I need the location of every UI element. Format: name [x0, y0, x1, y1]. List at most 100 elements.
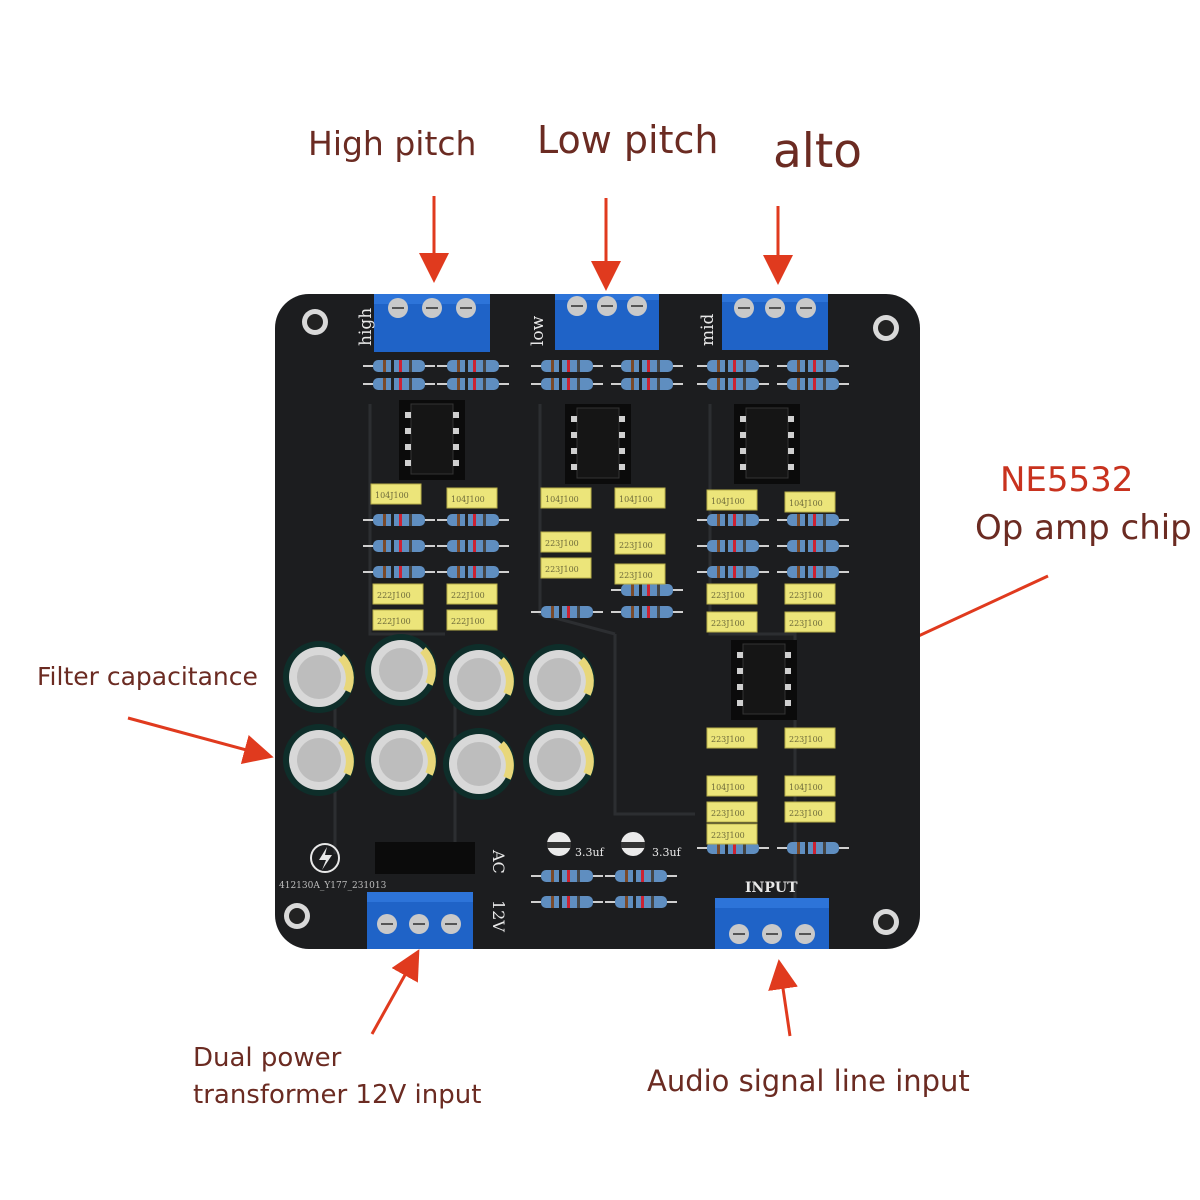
svg-text:223J100: 223J100 — [545, 539, 579, 548]
film-capacitor: 104J100 — [706, 489, 758, 511]
terminal-power — [367, 892, 473, 949]
svg-text:223J100: 223J100 — [711, 619, 745, 628]
resistor — [531, 606, 603, 618]
chip-desc-label: Op amp chip — [975, 508, 1192, 548]
power-header — [375, 842, 475, 874]
terminal-high — [374, 294, 490, 352]
resistor — [531, 870, 603, 882]
resistor — [605, 896, 677, 908]
silk-low: low — [528, 315, 548, 346]
film-capacitor: 222J100 — [372, 609, 424, 631]
film-capacitor: 104J100 — [784, 491, 836, 513]
resistor — [611, 378, 683, 390]
svg-text:104J100: 104J100 — [789, 499, 823, 508]
silk-ac: AC — [489, 849, 508, 874]
svg-text:223J100: 223J100 — [711, 591, 745, 600]
resistor — [777, 566, 849, 578]
audio-input-label: Audio signal line input — [647, 1064, 970, 1098]
silk-cap2: 3.3uf — [652, 846, 682, 859]
film-capacitor: 223J100 — [540, 531, 592, 553]
film-capacitor: 104J100 — [446, 487, 498, 509]
electrolytic-capacitor — [283, 641, 355, 713]
ne5532-chip — [399, 400, 465, 480]
svg-text:223J100: 223J100 — [619, 571, 653, 580]
arrow-audio — [768, 959, 798, 1037]
resistor — [611, 584, 683, 596]
filter-capacitors — [283, 634, 595, 800]
resistor — [697, 378, 769, 390]
svg-text:104J100: 104J100 — [451, 495, 485, 504]
electrolytic-capacitor — [443, 644, 515, 716]
electrolytic-capacitor — [523, 644, 595, 716]
resistor — [777, 842, 849, 854]
electrolytic-capacitor — [365, 724, 437, 796]
resistor — [531, 896, 603, 908]
electrolytic-capacitor — [365, 634, 437, 706]
small-electrolytic-caps — [547, 832, 645, 856]
svg-text:223J100: 223J100 — [789, 809, 823, 818]
film-capacitor: 104J100 — [784, 775, 836, 797]
resistor — [605, 870, 677, 882]
film-capacitor: 223J100 — [784, 801, 836, 823]
film-capacitor: 223J100 — [614, 533, 666, 555]
silk-input: INPUT — [745, 880, 798, 896]
film-capacitor: 223J100 — [706, 823, 758, 845]
film-capacitor: 104J100 — [614, 487, 666, 509]
resistor — [437, 540, 509, 552]
resistor — [697, 566, 769, 578]
film-capacitor: 104J100 — [706, 775, 758, 797]
electrolytic-capacitor — [443, 728, 515, 800]
svg-text:104J100: 104J100 — [711, 497, 745, 506]
resistor — [437, 514, 509, 526]
svg-text:222J100: 222J100 — [451, 591, 485, 600]
low-pitch-label: Low pitch — [537, 118, 719, 162]
high-pitch-label: High pitch — [308, 124, 477, 163]
svg-text:223J100: 223J100 — [789, 591, 823, 600]
chip-name-label: NE5532 — [1000, 460, 1134, 500]
svg-text:223J100: 223J100 — [789, 735, 823, 744]
resistor — [363, 378, 435, 390]
svg-text:104J100: 104J100 — [545, 495, 579, 504]
svg-text:223J100: 223J100 — [619, 541, 653, 550]
terminal-input — [715, 898, 829, 949]
resistors — [363, 360, 849, 908]
resistor — [697, 540, 769, 552]
power-label-line2: transformer 12V input — [193, 1080, 482, 1110]
resistor — [697, 360, 769, 372]
silk-cap1: 3.3uf — [575, 846, 605, 859]
power-label-line1: Dual power — [193, 1043, 342, 1073]
resistor — [531, 378, 603, 390]
resistor — [777, 378, 849, 390]
ne5532-chip — [565, 404, 631, 484]
film-capacitor: 223J100 — [706, 801, 758, 823]
resistor — [437, 360, 509, 372]
alto-label: alto — [773, 124, 863, 179]
resistor — [777, 540, 849, 552]
resistor — [363, 540, 435, 552]
silk-high: high — [356, 308, 376, 346]
film-capacitor: 223J100 — [784, 583, 836, 605]
svg-text:222J100: 222J100 — [451, 617, 485, 626]
ne5532-chip — [731, 640, 797, 720]
film-capacitor: 223J100 — [706, 727, 758, 749]
resistor — [437, 378, 509, 390]
filter-cap-label: Filter capacitance — [37, 662, 258, 691]
resistor — [611, 606, 683, 618]
film-capacitor: 223J100 — [706, 611, 758, 633]
svg-text:223J100: 223J100 — [711, 809, 745, 818]
svg-text:104J100: 104J100 — [711, 783, 745, 792]
arrow-power — [370, 949, 420, 1035]
resistor — [363, 566, 435, 578]
resistor — [531, 360, 603, 372]
silk-mid: mid — [698, 313, 718, 346]
pcb-board: high low mid INPUT AC 12V 3.3uf 3.3uf 41… — [275, 294, 920, 949]
mounting-holes — [284, 309, 899, 935]
svg-text:104J100: 104J100 — [619, 495, 653, 504]
terminal-mid — [722, 294, 828, 350]
film-capacitor: 222J100 — [446, 609, 498, 631]
resistor — [363, 360, 435, 372]
film-capacitor: 223J100 — [614, 563, 666, 585]
resistor — [611, 360, 683, 372]
svg-text:223J100: 223J100 — [711, 831, 745, 840]
film-capacitor: 222J100 — [372, 583, 424, 605]
